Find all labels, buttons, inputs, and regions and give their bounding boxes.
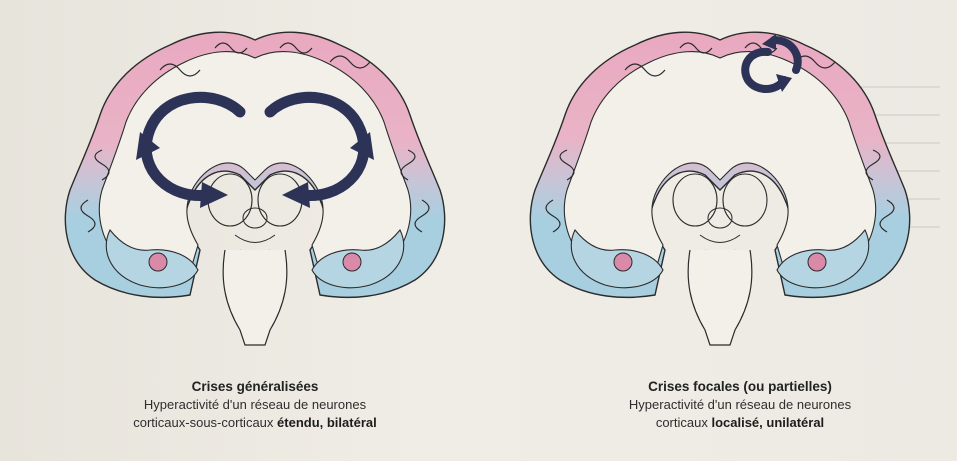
generalized-seizure-brain-diagram	[40, 0, 470, 360]
caption-title: Crises focales (ou partielles)	[575, 378, 905, 396]
caption-line-1: Hyperactivité d'un réseau de neurones	[575, 396, 905, 414]
hippocampus-left	[149, 253, 167, 271]
caption-line-2: corticaux-sous-corticaux étendu, bilatér…	[90, 414, 420, 432]
caption-title: Crises généralisées	[90, 378, 420, 396]
hippocampus-right	[808, 253, 826, 271]
brainstem	[688, 250, 752, 345]
caption-generalized: Crises généralisées Hyperactivité d'un r…	[90, 378, 420, 432]
caption-line-1: Hyperactivité d'un réseau de neurones	[90, 396, 420, 414]
brain-coronal-section-left	[40, 0, 470, 360]
brainstem	[223, 250, 287, 345]
caption-focal: Crises focales (ou partielles) Hyperacti…	[575, 378, 905, 432]
hippocampus-left	[614, 253, 632, 271]
caption-emphasis: localisé, unilatéral	[711, 415, 824, 430]
caption-emphasis: étendu, bilatéral	[277, 415, 377, 430]
focal-seizure-brain-diagram	[500, 0, 940, 360]
brain-coronal-section-right	[500, 0, 940, 360]
hippocampus-right	[343, 253, 361, 271]
caption-line-2: corticaux localisé, unilatéral	[575, 414, 905, 432]
